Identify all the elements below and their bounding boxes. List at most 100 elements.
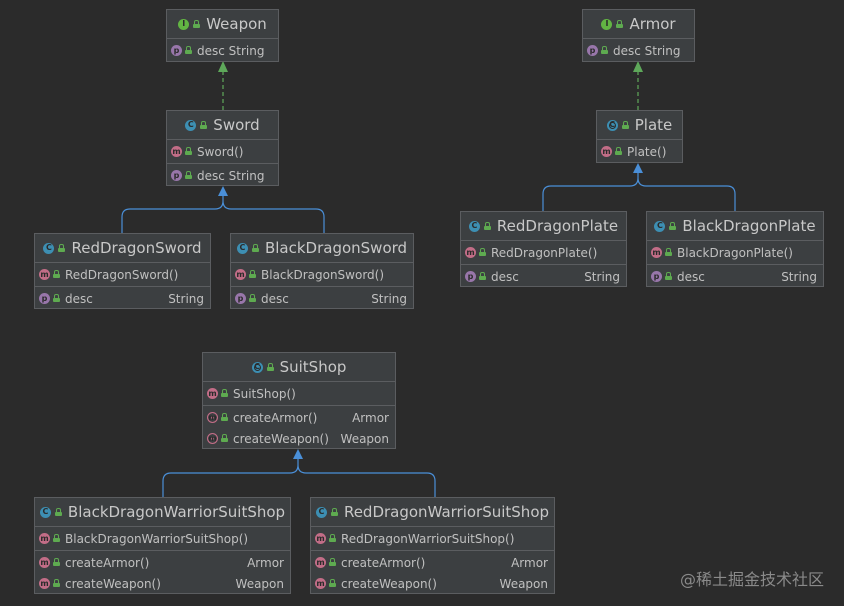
node-title: Armor	[629, 15, 676, 33]
node-title: BlackDragonSword	[264, 239, 408, 257]
member-name: Plate()	[627, 144, 667, 159]
public-visibility-icon	[53, 579, 60, 587]
property-icon: p	[171, 170, 182, 181]
public-visibility-icon	[479, 248, 486, 256]
member-row[interactable]: m RedDragonPlate()	[461, 242, 626, 263]
member-section: p desc String	[167, 164, 278, 187]
method-icon: m	[465, 247, 476, 258]
node-title: Plate	[634, 116, 673, 134]
member-name: createWeapon()	[341, 576, 437, 591]
method-icon: m	[315, 557, 326, 568]
member-row[interactable]: p desc String	[167, 165, 278, 186]
member-name: desc	[65, 291, 93, 306]
member-section: m RedDragonPlate()	[461, 241, 626, 265]
node-header: C BlackDragonSword	[231, 234, 413, 263]
public-visibility-icon	[53, 294, 60, 302]
public-visibility-icon	[665, 272, 672, 280]
public-visibility-icon	[329, 534, 336, 542]
public-visibility-icon	[266, 362, 274, 371]
member-name: createWeapon()	[233, 431, 329, 446]
member-row[interactable]: m createWeapon() Weapon	[311, 573, 554, 594]
member-name: desc	[261, 291, 289, 306]
node-title: RedDragonWarriorSuitShop	[343, 503, 550, 521]
public-visibility-icon	[601, 46, 608, 54]
member-row[interactable]: m createWeapon() Weapon	[35, 573, 290, 594]
member-name: createArmor()	[341, 555, 426, 570]
sword-generalization-arrowhead	[218, 186, 228, 196]
public-visibility-icon	[249, 294, 256, 302]
member-type: Weapon	[340, 431, 389, 446]
method-icon: m	[601, 146, 612, 157]
public-visibility-icon	[53, 270, 60, 278]
member-name: SuitShop()	[233, 386, 296, 401]
member-name: createArmor()	[65, 555, 150, 570]
member-name: RedDragonWarriorSuitShop()	[341, 531, 515, 546]
member-name: RedDragonPlate()	[491, 245, 598, 260]
node-header: C Plate	[597, 111, 682, 140]
member-type: Weapon	[499, 576, 548, 591]
abstract-class-icon: C	[251, 361, 263, 373]
public-visibility-icon	[669, 221, 677, 230]
class-icon: C	[236, 242, 248, 254]
class-icon: C	[43, 242, 55, 254]
public-visibility-icon	[193, 19, 201, 28]
public-visibility-icon	[665, 248, 672, 256]
member-name: Sword()	[197, 144, 244, 159]
member-name: createWeapon()	[65, 576, 161, 591]
method-icon: m	[39, 578, 50, 589]
public-visibility-icon	[221, 389, 228, 397]
plate-class-node[interactable]: C Plate m Plate()	[596, 110, 683, 163]
method-icon: m	[39, 557, 50, 568]
public-visibility-icon	[54, 507, 62, 516]
interface-icon: I	[178, 18, 190, 30]
member-row[interactable]: m Plate()	[597, 141, 682, 162]
member-type: String	[781, 269, 817, 284]
abstract-class-icon: C	[606, 119, 618, 131]
public-visibility-icon	[621, 120, 629, 129]
method-icon: m	[315, 578, 326, 589]
public-visibility-icon	[251, 243, 259, 252]
class-icon: C	[468, 220, 480, 232]
member-name: desc String	[613, 43, 681, 58]
member-type: Weapon	[235, 576, 284, 591]
member-name: desc	[491, 269, 519, 284]
abstract-method-icon: m	[207, 412, 218, 423]
plate-generalization-arrowhead	[633, 163, 643, 173]
member-name: createArmor()	[233, 410, 318, 425]
method-icon: m	[39, 269, 50, 280]
member-name: desc String	[197, 168, 265, 183]
